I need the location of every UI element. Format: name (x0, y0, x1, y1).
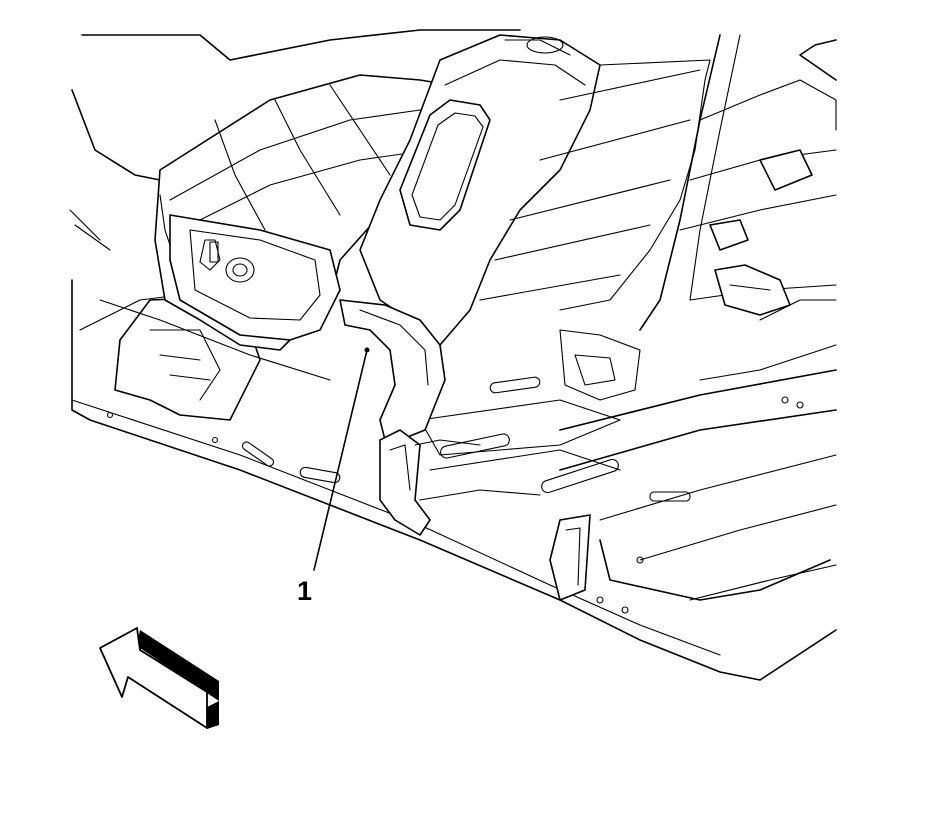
seat-back (359, 34, 741, 346)
seat-track (379, 329, 641, 536)
callout-label-1: 1 (297, 576, 313, 606)
callout-1 (313, 347, 370, 571)
seat-switch-panel (169, 214, 341, 341)
floor-pan (69, 29, 837, 681)
forward-arrow-icon (99, 627, 219, 729)
rear-bracket (549, 149, 813, 601)
floor-slots (106, 376, 804, 614)
